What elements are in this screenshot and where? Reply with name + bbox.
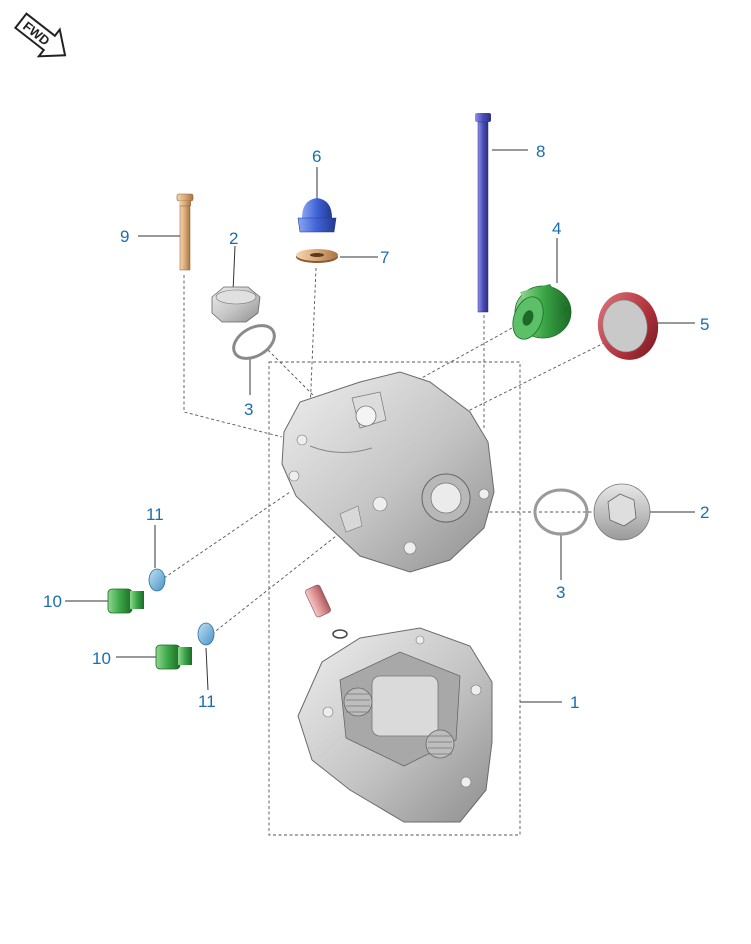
washer-part-11-upper [148,568,166,592]
cylinder-head-part-1 [297,627,493,823]
filter-cap-part-5 [597,292,659,360]
callout-2-right: 2 [700,503,709,522]
callout-10-lower: 10 [92,649,111,668]
o-ring-part-3-right [533,488,589,536]
bolt-part-10-lower [155,644,192,670]
leader-lines [65,149,695,703]
bolt-part-10-upper [107,588,144,614]
callout-4: 4 [552,219,561,238]
dowel-pin [305,584,348,639]
washer-part-11-lower [197,622,215,646]
flange-bolt-part-9 [176,193,194,271]
callout-labels: 1 2 2 3 3 4 5 6 7 8 9 10 10 11 11 [43,142,709,712]
callout-3-upper: 3 [244,400,253,419]
o-ring-part-3-upper [232,324,276,360]
oil-filter-part-4 [512,284,572,340]
cap-nut-part-6 [297,198,337,233]
callout-5: 5 [700,315,709,334]
assembly-boundary [268,361,521,836]
callout-1: 1 [570,693,579,712]
callout-11-upper: 11 [146,505,164,524]
washer-part-7 [296,249,338,263]
callout-6: 6 [312,147,321,166]
fwd-arrow-icon: FWD [13,12,67,58]
cylinder-head-cover-part-1 [281,371,495,573]
plug-part-2-right [593,483,651,541]
callout-9: 9 [120,227,129,246]
stud-part-8 [475,113,491,313]
plug-part-2-upper [211,286,261,323]
callout-2-upper: 2 [229,229,238,248]
callout-3-right: 3 [556,583,565,602]
callout-10-upper: 10 [43,592,62,611]
callout-8: 8 [536,142,545,161]
callout-7: 7 [380,248,389,267]
callout-11-lower: 11 [198,692,216,711]
